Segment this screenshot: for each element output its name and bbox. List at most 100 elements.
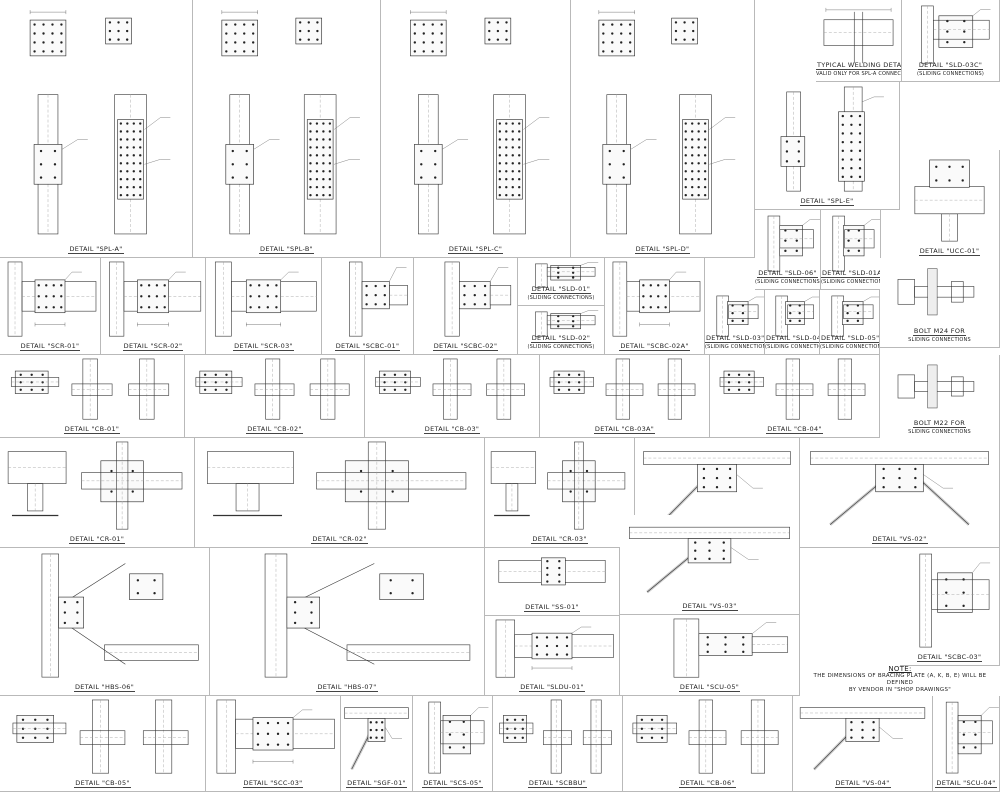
detail-detail-vs-03[interactable]: DETAIL "VS-03" xyxy=(620,515,800,615)
detail-title: DETAIL "SGF-01" xyxy=(346,779,407,788)
detail-drawing xyxy=(767,215,820,272)
detail-detail-ucc-01[interactable]: DETAIL "UCC-01" xyxy=(900,150,1000,260)
detail-drawing xyxy=(549,358,696,420)
detail-detail-scs-05[interactable]: DETAIL "SCS-05" xyxy=(413,696,493,792)
detail-title: DETAIL "HBS-06" xyxy=(73,683,136,692)
detail-detail-cb-04[interactable]: DETAIL "CB-04" xyxy=(710,355,880,438)
detail-detail-cb-01[interactable]: DETAIL "CB-01" xyxy=(0,355,185,438)
detail-title: BOLT M24 FOR xyxy=(912,327,967,336)
detail-detail-cb-06[interactable]: DETAIL "CB-06" xyxy=(623,696,793,792)
detail-detail-cr-03[interactable]: DETAIL "CR-03" xyxy=(485,438,635,548)
detail-detail-scr-03[interactable]: DETAIL "SCR-03" xyxy=(206,258,322,355)
detail-subtitle: SLIDING CONNECTIONS xyxy=(908,429,971,435)
detail-detail-sld-03[interactable]: DETAIL "SLD-03"(SLIDING CONNECTIONS) xyxy=(705,290,765,355)
detail-caption: DETAIL "CR-03" xyxy=(485,535,634,544)
detail-title: DETAIL "SPL-C" xyxy=(447,245,504,254)
detail-caption: DETAIL "CB-01" xyxy=(0,425,184,434)
detail-drawing xyxy=(823,7,894,64)
detail-drawing xyxy=(214,261,317,337)
detail-detail-sldu-01[interactable]: DETAIL "SLDU-01" xyxy=(485,616,620,696)
detail-caption: DETAIL "SLD-01A"(SLIDING CONNECTIONS) xyxy=(821,269,880,286)
detail-title: DETAIL "CB-02" xyxy=(246,425,303,434)
detail-drawing xyxy=(897,364,975,409)
detail-detail-scu-05[interactable]: DETAIL "SCU-05" xyxy=(620,615,800,696)
detail-drawing xyxy=(7,261,97,337)
detail-detail-cb-05[interactable]: DETAIL "CB-05" xyxy=(0,696,206,792)
detail-detail-vs-04[interactable]: DETAIL "VS-04" xyxy=(793,696,933,792)
detail-detail-hbs-06[interactable]: DETAIL "HBS-06" xyxy=(0,548,210,696)
detail-drawing xyxy=(12,699,189,774)
detail-title: DETAIL "SLD-01" xyxy=(530,285,592,294)
detail-drawing xyxy=(264,553,471,678)
detail-detail-spl-b[interactable]: DETAIL "SPL-B" xyxy=(193,0,381,258)
detail-detail-sld-02[interactable]: DETAIL "SLD-02"(SLIDING CONNECTIONS) xyxy=(518,306,605,355)
detail-detail-cr-01[interactable]: DETAIL "CR-01" xyxy=(0,438,195,548)
detail-subtitle: (SLIDING CONNECTIONS) xyxy=(527,344,595,350)
detail-drawing xyxy=(914,159,985,242)
detail-detail-sld-01a[interactable]: DETAIL "SLD-01A"(SLIDING CONNECTIONS) xyxy=(821,210,881,290)
detail-title: DETAIL "CB-03A" xyxy=(593,425,656,434)
detail-detail-spl-d[interactable]: DETAIL "SPL-D" xyxy=(571,0,755,258)
detail-caption: DETAIL "CB-03A" xyxy=(540,425,709,434)
detail-drawing xyxy=(499,699,612,774)
detail-caption: DETAIL "SCS-05" xyxy=(413,779,492,788)
detail-title: DETAIL "SLD-06" xyxy=(757,269,818,278)
detail-detail-cb-03[interactable]: DETAIL "CB-03" xyxy=(365,355,540,438)
detail-caption: DETAIL "HBS-07" xyxy=(210,683,484,692)
detail-detail-scbc-02[interactable]: DETAIL "SCBC-02" xyxy=(414,258,518,355)
detail-title: DETAIL "CR-02" xyxy=(311,535,368,544)
detail-detail-sld-05[interactable]: DETAIL "SLD-05"(SLIDING CONNECTIONS) xyxy=(820,290,880,355)
detail-detail-scu-04[interactable]: DETAIL "SCU-04" xyxy=(933,696,1000,792)
detail-detail-scbc-03[interactable]: DETAIL "SCBC-03" xyxy=(900,548,1000,666)
detail-detail-vs-02[interactable]: DETAIL "VS-02" xyxy=(800,438,1000,548)
detail-detail-sld-04[interactable]: DETAIL "SLD-04"(SLIDING CONNECTIONS) xyxy=(765,290,820,355)
detail-caption: DETAIL "SCR-01" xyxy=(0,342,100,351)
detail-detail-sld-06[interactable]: DETAIL "SLD-06"(SLIDING CONNECTIONS) xyxy=(755,210,821,290)
detail-drawing xyxy=(716,295,764,337)
detail-detail-scr-02[interactable]: DETAIL "SCR-02" xyxy=(101,258,206,355)
detail-detail-scr-01[interactable]: DETAIL "SCR-01" xyxy=(0,258,101,355)
detail-drawing xyxy=(410,10,550,235)
detail-caption: DETAIL "SCBBU" xyxy=(493,779,622,788)
detail-detail-sld-03c[interactable]: DETAIL "SLD-03C"(SLIDING CONNECTIONS) xyxy=(902,0,1000,82)
detail-caption: DETAIL "SCBC-02A" xyxy=(605,342,704,351)
detail-detail-cb-03a[interactable]: DETAIL "CB-03A" xyxy=(540,355,710,438)
detail-title: DETAIL "SLD-03" xyxy=(705,334,765,343)
detail-detail-spl-e[interactable]: DETAIL "SPL-E" xyxy=(755,82,900,210)
detail-title: DETAIL "SLD-03C" xyxy=(917,61,984,70)
detail-detail-hbs-07[interactable]: DETAIL "HBS-07" xyxy=(210,548,485,696)
detail-subtitle: (SLIDING CONNECTIONS) xyxy=(820,344,879,350)
note-heading: NOTE: xyxy=(888,665,912,673)
detail-detail-scbc-02a[interactable]: DETAIL "SCBC-02A" xyxy=(605,258,705,355)
detail-detail-sgf-01[interactable]: DETAIL "SGF-01" xyxy=(341,696,413,792)
detail-detail-spl-a[interactable]: DETAIL "SPL-A" xyxy=(0,0,193,258)
detail-detail-spl-c[interactable]: DETAIL "SPL-C" xyxy=(381,0,571,258)
detail-detail-scbbu[interactable]: DETAIL "SCBBU" xyxy=(493,696,623,792)
detail-drawing xyxy=(498,557,606,586)
detail-drawing xyxy=(598,10,736,235)
detail-detail-scbc-01[interactable]: DETAIL "SCBC-01" xyxy=(322,258,414,355)
detail-detail-ss-01[interactable]: DETAIL "SS-01" xyxy=(485,548,620,616)
detail-detail-cr-02[interactable]: DETAIL "CR-02" xyxy=(195,438,485,548)
detail-caption: DETAIL "SS-01" xyxy=(485,603,619,612)
detail-caption: DETAIL "SLD-03C"(SLIDING CONNECTIONS) xyxy=(902,61,999,78)
detail-caption: DETAIL "SLD-03"(SLIDING CONNECTIONS) xyxy=(705,334,764,351)
detail-detail-scc-03[interactable]: DETAIL "SCC-03" xyxy=(206,696,341,792)
detail-detail-cb-02[interactable]: DETAIL "CB-02" xyxy=(185,355,365,438)
detail-drawing xyxy=(221,10,360,235)
detail-caption: DETAIL "SPL-C" xyxy=(381,245,570,254)
detail-title: DETAIL "SLD-01A" xyxy=(821,269,880,278)
detail-caption: DETAIL "SPL-B" xyxy=(193,245,380,254)
detail-subtitle: SLIDING CONNECTIONS xyxy=(908,337,971,343)
detail-detail-sld-01[interactable]: DETAIL "SLD-01"(SLIDING CONNECTIONS) xyxy=(518,258,605,306)
detail-drawing xyxy=(832,215,880,272)
detail-drawing xyxy=(349,261,408,337)
detail-caption: DETAIL "CR-02" xyxy=(195,535,484,544)
detail-caption: DETAIL "VS-04" xyxy=(793,779,932,788)
detail-title: DETAIL "SCBBU" xyxy=(527,779,588,788)
